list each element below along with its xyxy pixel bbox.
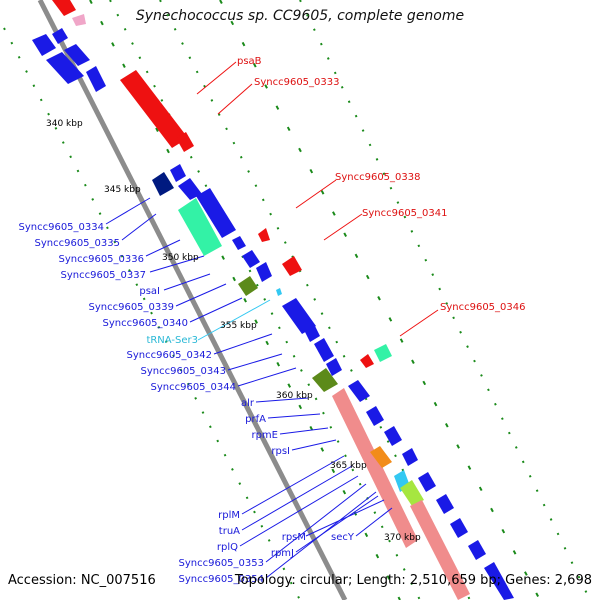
ruler-label: 360 kbp [276, 391, 313, 401]
ruler-label: 355 kbp [220, 321, 257, 331]
gene-block[interactable] [52, 28, 68, 44]
gene-block[interactable] [468, 540, 486, 560]
gene-block[interactable] [436, 494, 454, 514]
gene-block[interactable] [178, 198, 222, 256]
gene-block[interactable] [52, 0, 76, 16]
reverse-gene-labels: Syncc9605_0334 Syncc9605_0335 Syncc9605_… [19, 222, 355, 585]
gene-label-rplm[interactable]: rplM [218, 510, 240, 521]
gene-block[interactable] [46, 52, 84, 84]
ruler-label: 365 kbp [330, 461, 367, 471]
gene-block[interactable] [450, 518, 468, 538]
gene-label-rpme[interactable]: rpmE [251, 430, 278, 441]
gene-block[interactable] [312, 368, 338, 392]
gene-label-syncc9605-0334[interactable]: Syncc9605_0334 [19, 222, 105, 233]
guide-dashes [89, 0, 541, 600]
gene-block[interactable] [374, 344, 392, 362]
gene-label-rplq[interactable]: rplQ [217, 542, 238, 553]
gene-label-rpsm[interactable]: rpsM [282, 532, 306, 543]
gene-block[interactable] [242, 250, 260, 268]
gene-label-syncc9605-0344[interactable]: Syncc9605_0344 [151, 382, 237, 393]
ruler-label: 345 kbp [104, 185, 141, 195]
gene-label-psaI[interactable]: psaI [139, 286, 160, 297]
gene-block[interactable] [258, 228, 270, 242]
gene-block[interactable] [282, 256, 302, 276]
gene-block[interactable] [370, 446, 392, 468]
forward-strand-features [52, 0, 392, 368]
gene-block[interactable] [304, 324, 320, 342]
gene-label-syncc9605-0343[interactable]: Syncc9605_0343 [141, 366, 227, 377]
gene-block[interactable] [314, 338, 334, 362]
leader-lines [105, 61, 439, 579]
gene-label-syncc9605-0353[interactable]: Syncc9605_0353 [179, 558, 265, 569]
gene-label-psaB[interactable]: psaB [237, 56, 262, 67]
gene-label-trua[interactable]: truA [219, 526, 240, 537]
gene-block[interactable] [256, 262, 272, 282]
gene-label-rpmj[interactable]: rpmJ [271, 548, 294, 559]
gene-block[interactable] [152, 172, 174, 196]
gene-label-syncc9605-0340[interactable]: Syncc9605_0340 [103, 318, 189, 329]
gene-block[interactable] [366, 406, 384, 426]
gene-label-syncc9605-0338[interactable]: Syncc9605_0338 [335, 172, 421, 183]
gene-label-alr[interactable]: alr [241, 398, 255, 409]
gene-block[interactable] [400, 480, 424, 506]
ruler-labels: 340 kbp 345 kbp 350 kbp 355 kbp 360 kbp … [46, 119, 421, 543]
gene-block[interactable] [326, 358, 342, 376]
gene-block[interactable] [402, 448, 418, 466]
gene-block[interactable] [238, 276, 258, 296]
gene-block[interactable] [120, 70, 188, 148]
gene-block[interactable] [196, 188, 236, 238]
gene-block[interactable] [332, 388, 418, 548]
forward-gene-labels: psaB Syncc9605_0333 Syncc9605_0338 Syncc… [237, 56, 526, 313]
gene-block[interactable] [178, 178, 202, 200]
gene-label-syncc9605-0354[interactable]: Syncc9605_0354 [179, 574, 265, 585]
gene-block[interactable] [64, 44, 90, 66]
gene-block[interactable] [276, 288, 282, 296]
reverse-strand-features [32, 28, 514, 600]
gene-block[interactable] [360, 354, 374, 368]
genome-summary: Topology: circular; Length: 2,510,659 bp… [234, 573, 592, 588]
genome-backbone [37, 0, 348, 600]
gene-block[interactable] [484, 562, 514, 600]
gene-label-syncc9605-0336[interactable]: Syncc9605_0336 [59, 254, 145, 265]
ruler-label: 350 kbp [162, 253, 199, 263]
gene-block[interactable] [176, 132, 194, 152]
gene-block[interactable] [86, 66, 106, 92]
gene-block[interactable] [72, 14, 86, 26]
gene-label-syncc9605-0339[interactable]: Syncc9605_0339 [89, 302, 175, 313]
gene-block[interactable] [384, 426, 402, 446]
gene-block[interactable] [348, 380, 370, 402]
gene-label-secy[interactable]: secY [331, 532, 355, 543]
gene-label-prfa[interactable]: prfA [245, 414, 266, 425]
genome-title: Synechococcus sp. CC9605, complete genom… [135, 8, 465, 24]
gene-label-syncc9605-0337[interactable]: Syncc9605_0337 [61, 270, 147, 281]
gene-block[interactable] [32, 34, 56, 56]
gene-block[interactable] [410, 500, 470, 600]
gene-block[interactable] [418, 472, 436, 492]
gene-label-trna-ser3[interactable]: tRNA-Ser3 [146, 335, 198, 346]
ruler-label: 340 kbp [46, 119, 83, 129]
gene-label-syncc9605-0346[interactable]: Syncc9605_0346 [440, 302, 526, 313]
gene-label-syncc9605-0333[interactable]: Syncc9605_0333 [254, 77, 340, 88]
gene-label-syncc9605-0341[interactable]: Syncc9605_0341 [362, 208, 448, 219]
ruler-label: 370 kbp [384, 533, 421, 543]
gene-block[interactable] [282, 298, 316, 334]
gene-label-syncc9605-0342[interactable]: Syncc9605_0342 [127, 350, 213, 361]
guide-dots [3, 0, 591, 600]
gene-block[interactable] [232, 236, 246, 250]
accession-text: Accession: NC_007516 [8, 573, 156, 588]
gene-label-syncc9605-0335[interactable]: Syncc9605_0335 [35, 238, 121, 249]
gene-label-rpsi[interactable]: rpsI [271, 446, 290, 457]
gene-block[interactable] [170, 164, 186, 182]
